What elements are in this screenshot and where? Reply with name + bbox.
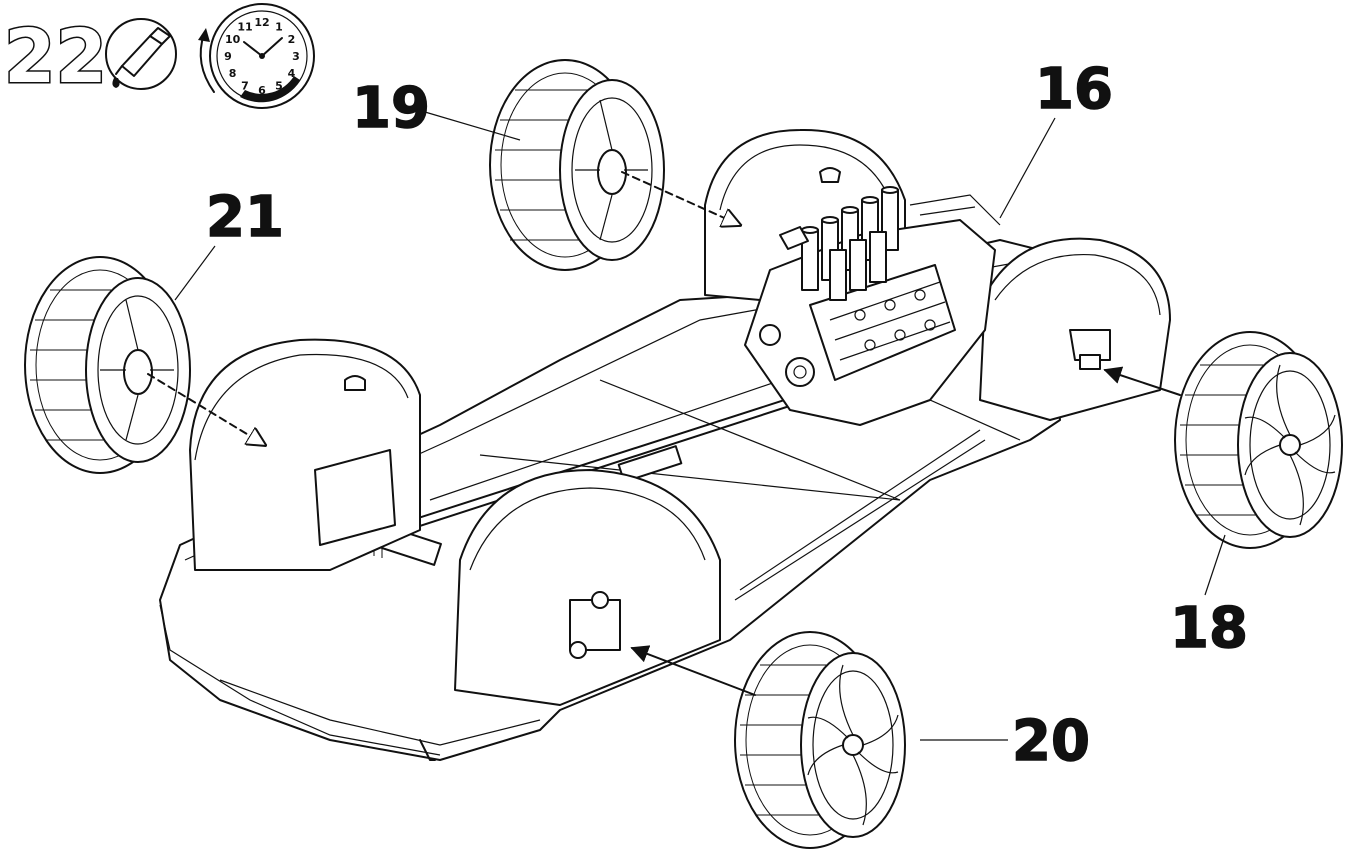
step-number: 22 bbox=[4, 14, 107, 100]
clock-numeral: 7 bbox=[241, 79, 249, 92]
clock-numeral: 5 bbox=[275, 79, 283, 92]
clock-numeral: 1 bbox=[275, 21, 283, 34]
clock-numeral: 4 bbox=[288, 67, 296, 80]
arrow-wheel-20 bbox=[630, 645, 756, 696]
part-label-18: 18 bbox=[1170, 596, 1248, 661]
part-label-20: 20 bbox=[1012, 709, 1090, 774]
arrow-wheel-18 bbox=[1103, 366, 1181, 396]
clock-numeral: 8 bbox=[229, 67, 237, 80]
clock-numeral: 6 bbox=[258, 84, 266, 97]
clock-numeral: 11 bbox=[237, 21, 252, 34]
clock-numeral: 10 bbox=[225, 33, 241, 46]
intake-stacks bbox=[801, 186, 899, 301]
glue-tube-icon bbox=[105, 18, 177, 90]
part-label-19: 19 bbox=[352, 76, 430, 141]
callout-part-16: 16 bbox=[999, 56, 1114, 219]
wheel-21 bbox=[24, 256, 191, 474]
callout-part-19: 19 bbox=[351, 75, 521, 142]
arrow-wheel-21 bbox=[147, 373, 265, 445]
front-left-fender bbox=[454, 469, 721, 706]
arrow-wheel-19 bbox=[621, 171, 740, 225]
front-right-fender bbox=[979, 237, 1171, 421]
callout-part-20: 20 bbox=[920, 708, 1091, 775]
engine-block bbox=[744, 186, 1001, 426]
callout-part-21: 21 bbox=[174, 184, 285, 301]
clock-numeral: 9 bbox=[224, 50, 232, 63]
clock-numeral: 12 bbox=[254, 16, 269, 29]
rear-right-fender bbox=[704, 128, 906, 301]
wheel-20 bbox=[734, 631, 906, 849]
part-label-21: 21 bbox=[206, 185, 284, 250]
clock-numeral: 3 bbox=[292, 50, 300, 63]
clock-numeral: 2 bbox=[288, 33, 296, 46]
wheel-18 bbox=[1174, 331, 1343, 549]
part-label-16: 16 bbox=[1035, 57, 1113, 122]
callout-part-18: 18 bbox=[1169, 534, 1249, 662]
rear-left-fender bbox=[189, 338, 421, 571]
wheel-19 bbox=[489, 59, 665, 271]
